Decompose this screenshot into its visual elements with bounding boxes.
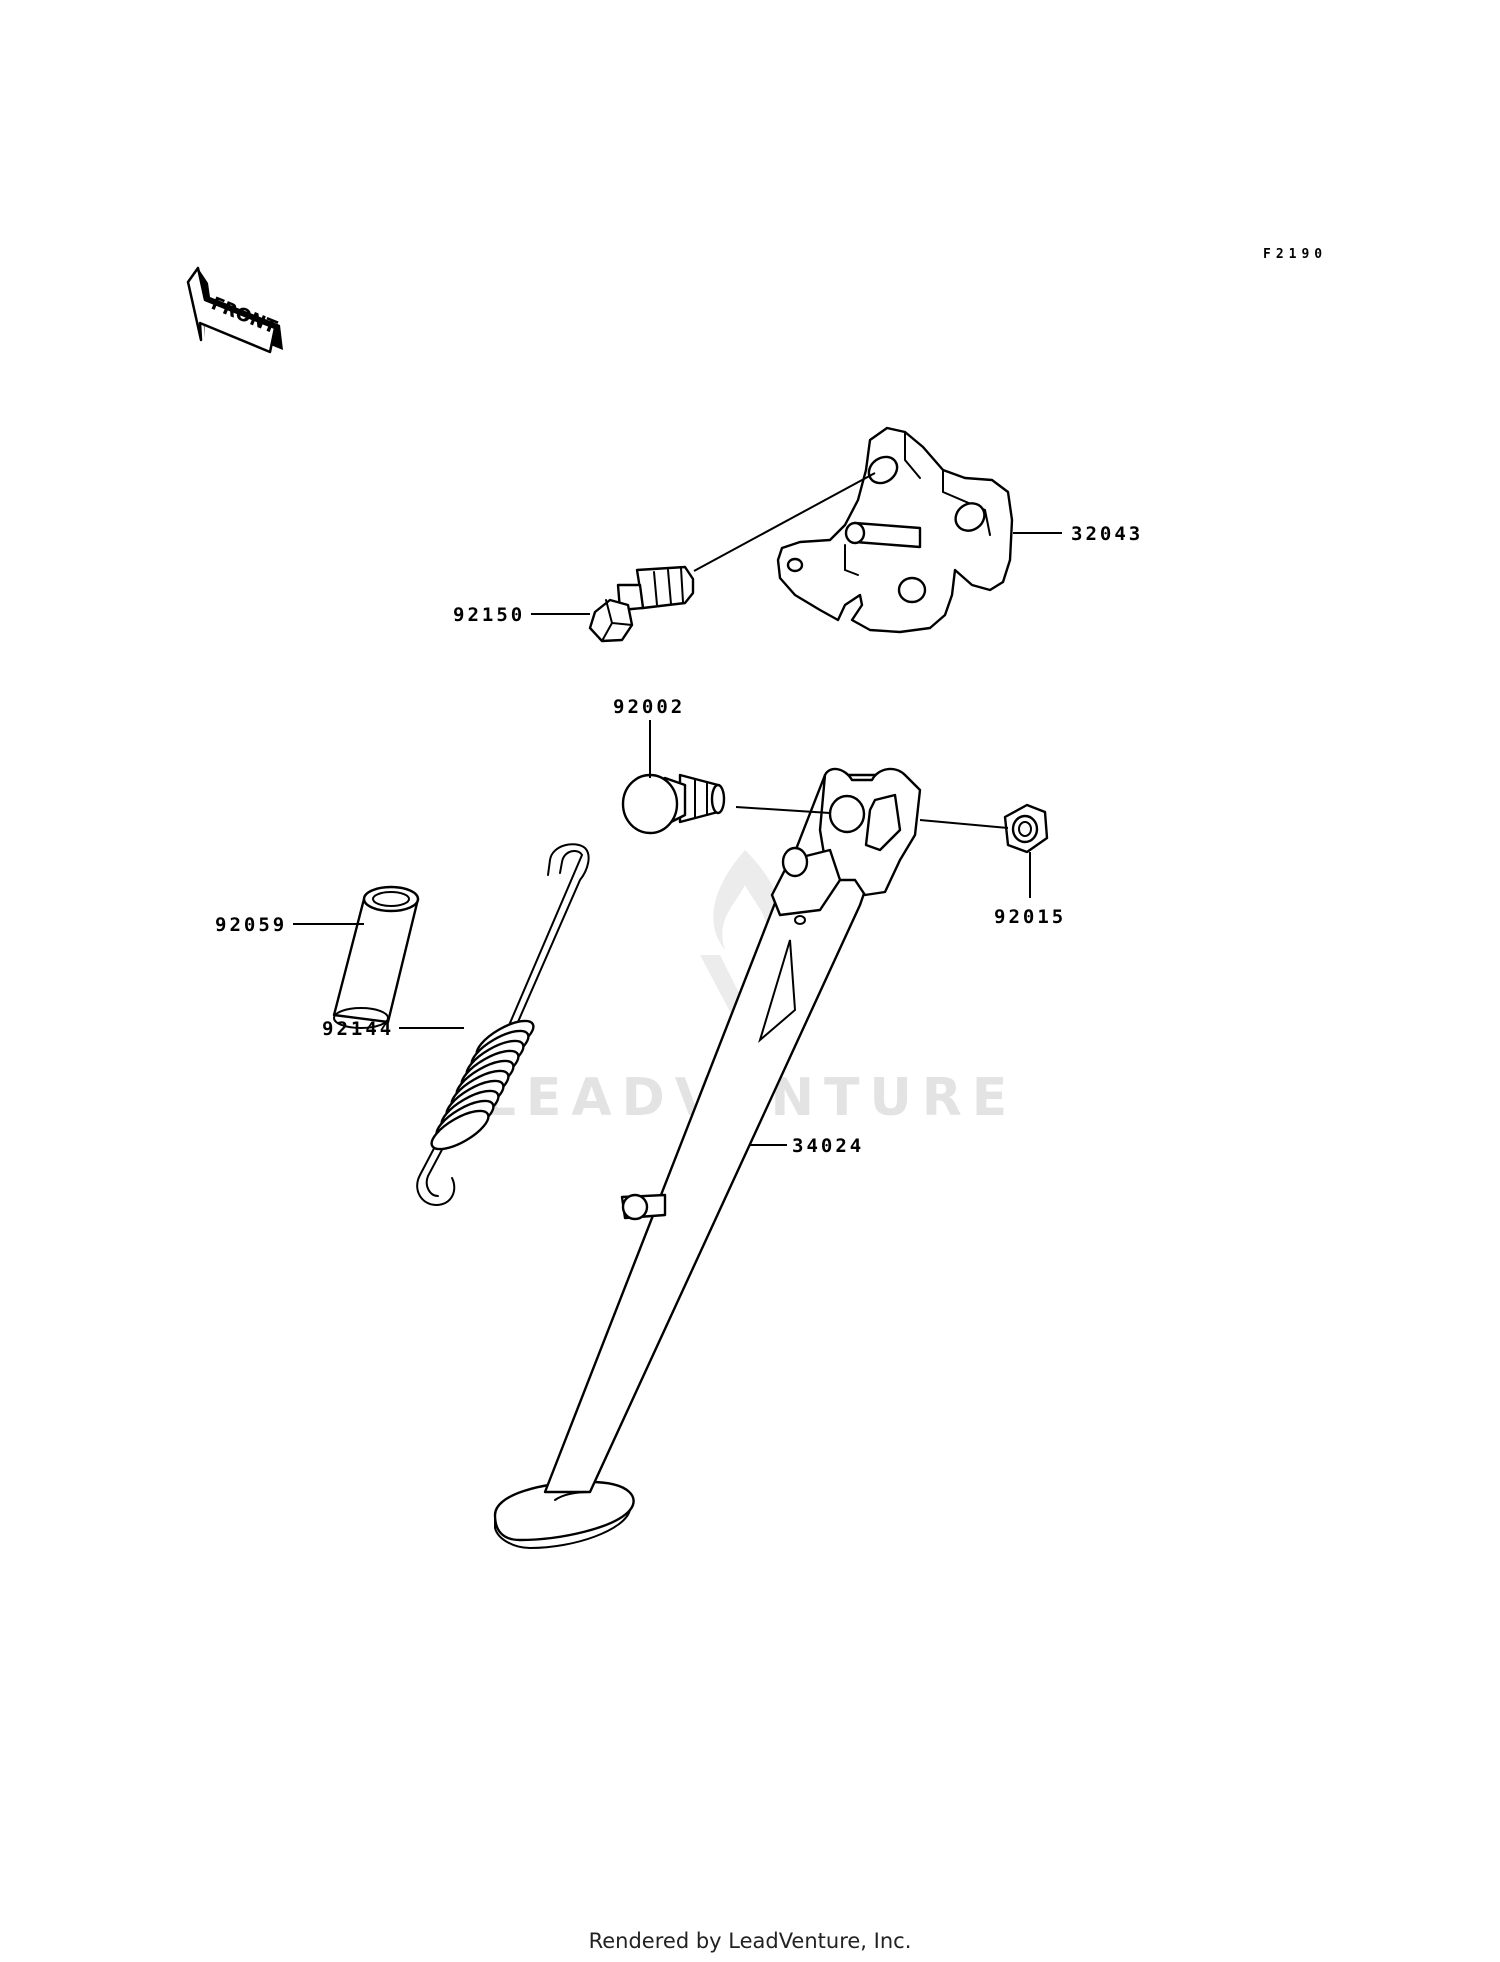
part-92059-collar xyxy=(332,885,420,1029)
part-label-34024: 34024 xyxy=(792,1135,864,1157)
part-92015-nut xyxy=(1003,803,1049,854)
part-92150-bolt xyxy=(588,565,695,643)
diagram-code: F2190 xyxy=(1263,247,1327,262)
spring-coils xyxy=(430,1019,535,1151)
leader-lines xyxy=(293,472,1062,1146)
footer-credit: Rendered by LeadVenture, Inc. xyxy=(589,1929,912,1953)
part-labels: 32043 92150 92002 92015 92059 92144 3402… xyxy=(215,523,1143,1157)
part-label-92002: 92002 xyxy=(613,696,685,718)
part-label-92015: 92015 xyxy=(994,906,1066,928)
part-label-92059: 92059 xyxy=(215,914,287,936)
part-label-92150: 92150 xyxy=(453,604,525,626)
part-32043-bracket xyxy=(776,426,1014,634)
part-label-32043: 32043 xyxy=(1071,523,1143,545)
part-92002-bolt xyxy=(621,773,726,835)
part-34024-side-stand xyxy=(493,767,922,1550)
part-92144-spring xyxy=(416,843,590,1207)
front-arrow-icon: FRONT xyxy=(186,266,283,354)
part-label-92144: 92144 xyxy=(322,1018,394,1040)
